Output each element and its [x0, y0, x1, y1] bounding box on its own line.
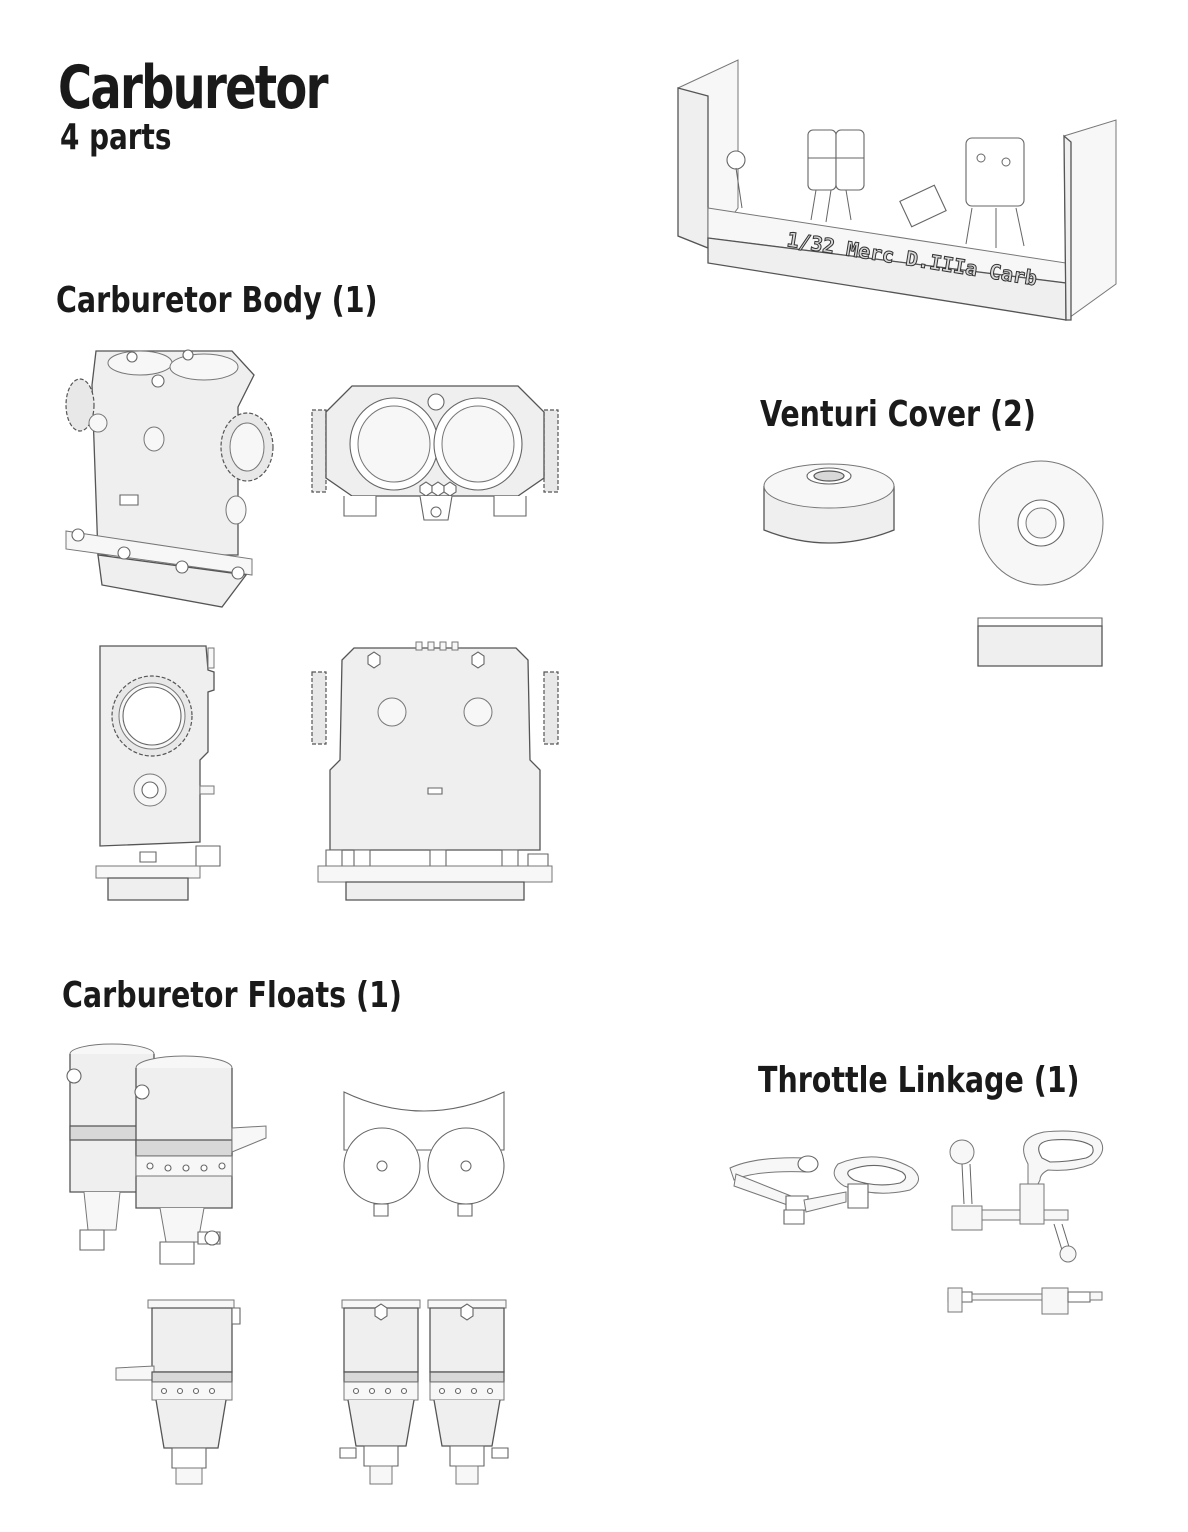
- part-count: 4 parts: [60, 117, 172, 158]
- carburetor-floats-iso-view: [64, 1042, 268, 1266]
- carburetor-body-front-view: [312, 640, 558, 902]
- page-title: Carburetor: [58, 53, 328, 123]
- throttle-linkage-top-view: [944, 1128, 1104, 1264]
- carburetor-floats-side-view: [114, 1298, 244, 1488]
- carburetor-body-side-view: [96, 642, 226, 902]
- venturi-cover-iso-view: [760, 460, 898, 550]
- plate-part-linkage: [727, 151, 745, 208]
- carburetor-floats-top-view: [340, 1090, 508, 1218]
- venturi-cover-side-view: [976, 616, 1104, 668]
- section-title-venturi-cover: Venturi Cover (2): [760, 394, 1036, 435]
- plate-part-body: [966, 138, 1024, 248]
- carburetor-body-iso-view: [62, 345, 280, 607]
- section-title-carburetor-body: Carburetor Body (1): [56, 280, 378, 321]
- print-plate-render: 1/32 Merc D.IIIa Carb: [676, 58, 1118, 328]
- throttle-linkage-iso-view: [726, 1150, 922, 1228]
- section-title-carburetor-floats: Carburetor Floats (1): [62, 975, 402, 1016]
- venturi-cover-top-view: [978, 460, 1104, 586]
- carburetor-body-top-view: [312, 374, 558, 524]
- throttle-linkage-side-view: [946, 1284, 1104, 1316]
- carburetor-floats-front-view: [338, 1296, 510, 1488]
- plate-part-venturi: [900, 185, 946, 226]
- section-title-throttle-linkage: Throttle Linkage (1): [758, 1060, 1080, 1101]
- plate-part-floats: [808, 130, 864, 222]
